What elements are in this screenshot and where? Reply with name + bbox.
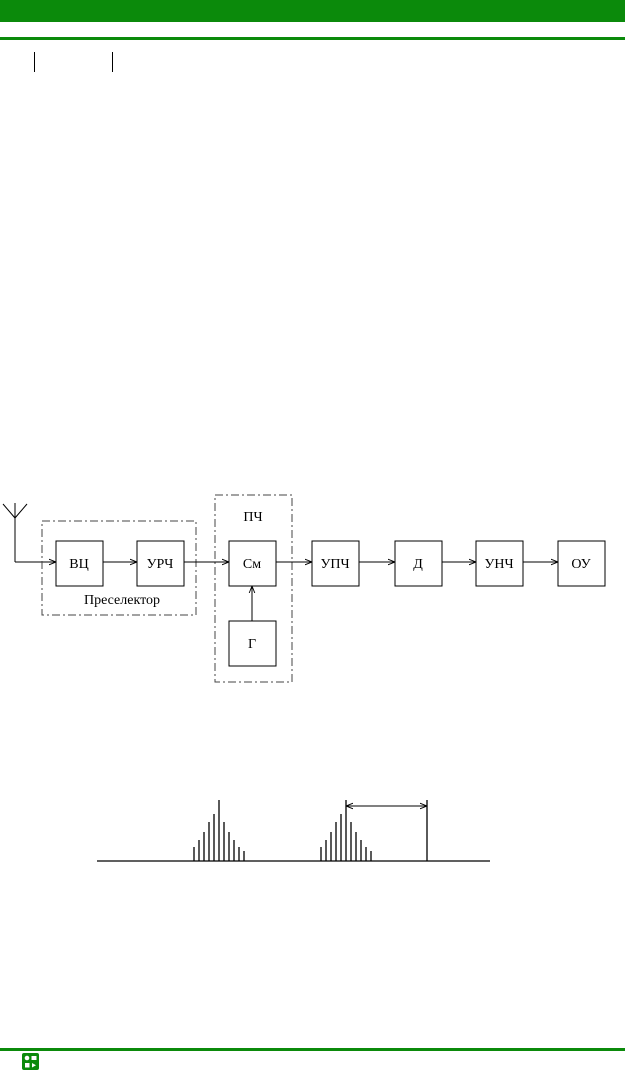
footer-rule [0,1048,625,1051]
block-sm-label: См [243,557,261,572]
block-g-label: Г [248,637,256,652]
block-unch [475,540,524,587]
block-upch [311,540,360,587]
antenna-icon [2,503,56,562]
header-separator-left [34,52,35,72]
preselector-group [41,520,197,616]
block-ou-label: ОУ [571,557,590,572]
header-rule [0,37,625,40]
block-ou [557,540,606,587]
block-urch [136,540,185,587]
converter-label: ПЧ [243,510,262,525]
block-d [394,540,443,587]
block-unch-label: УНЧ [484,557,513,572]
block-upch-label: УПЧ [320,557,349,572]
converter-group [214,494,293,683]
header-separator-right [112,52,113,72]
spectrum-sketch [97,800,490,862]
block-d-label: Д [413,557,423,572]
preselector-label: Преселектор [84,593,160,608]
block-vc-label: ВЦ [69,557,88,572]
block-urch-label: УРЧ [147,557,174,572]
block-g [228,620,277,667]
publisher-logo-icon [22,1053,39,1070]
block-sm [228,540,277,587]
header-band [0,0,625,22]
block-vc [55,540,104,587]
